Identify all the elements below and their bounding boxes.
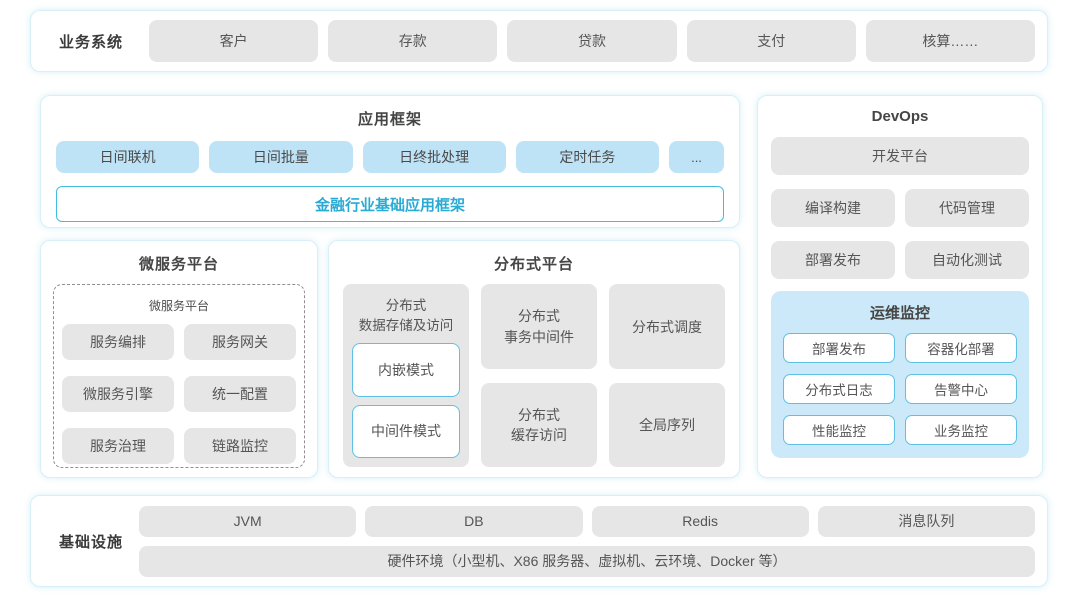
- distributed-title: 分布式平台: [493, 256, 574, 273]
- business-systems-panel: 业务系统 客户 存款 贷款 支付 核算……: [30, 10, 1048, 72]
- dev-platform-node: 开发平台: [771, 137, 1029, 175]
- business-system-node-customer: 客户: [149, 20, 319, 62]
- distributed-grid: 分布式 数据存储及访问 内嵌模式 中间件模式 分布式 事务中间件 分布式调度 分…: [343, 284, 725, 467]
- module-node-eod-batch: 日终批处理: [362, 141, 506, 173]
- storage-mode-node-middleware: 中间件模式: [352, 404, 460, 458]
- monitoring-node-business: 业务监控: [905, 415, 1017, 445]
- microservice-node-engine: 微服务引擎: [62, 376, 174, 412]
- business-system-node-loan: 贷款: [507, 20, 677, 62]
- ops-monitoring-title: 运维监控: [869, 305, 930, 322]
- microservice-node-gateway: 服务网关: [184, 324, 296, 360]
- devops-tools: 编译构建 代码管理 部署发布 自动化测试: [771, 189, 1029, 279]
- ops-monitoring-grid: 部署发布 容器化部署 分布式日志 告警中心 性能监控 业务监控: [783, 333, 1017, 445]
- app-framework-panel: 应用框架 日间联机 日间批量 日终批处理 定时任务 ... 金融行业基础应用框架: [40, 95, 740, 228]
- monitoring-node-performance: 性能监控: [783, 415, 895, 445]
- infra-node-jvm: JVM: [139, 505, 357, 537]
- distributed-node-scheduler: 分布式调度: [609, 284, 725, 369]
- devops-panel: DevOps 开发平台 编译构建 代码管理 部署发布 自动化测试 运维监控 部署…: [757, 95, 1043, 478]
- monitoring-node-deploy: 部署发布: [783, 333, 895, 363]
- infra-node-mq: 消息队列: [817, 505, 1035, 537]
- business-system-node-payment: 支付: [686, 20, 856, 62]
- microservice-inner-title: 微服务平台: [148, 299, 209, 313]
- distributed-storage-label: 分布式 数据存储及访问: [358, 298, 454, 333]
- distributed-node-cache: 分布式 缓存访问: [481, 383, 597, 467]
- business-system-node-deposit: 存款: [328, 20, 498, 62]
- devops-tool-node-deploy: 部署发布: [771, 241, 895, 279]
- distributed-node-transaction: 分布式 事务中间件: [481, 284, 597, 369]
- microservice-title: 微服务平台: [138, 256, 219, 273]
- storage-mode-node-embedded: 内嵌模式: [352, 343, 460, 397]
- devops-tool-node-autotest: 自动化测试: [905, 241, 1029, 279]
- module-node-daytime-online: 日间联机: [56, 141, 200, 173]
- app-framework-title: 应用框架: [357, 111, 422, 128]
- microservice-node-tracing: 链路监控: [184, 428, 296, 464]
- monitoring-node-alert: 告警中心: [905, 374, 1017, 404]
- microservice-grid: 服务编排 服务网关 微服务引擎 统一配置 服务治理 链路监控: [62, 324, 296, 464]
- module-node-scheduled-task: 定时任务: [515, 141, 659, 173]
- microservice-panel: 微服务平台 微服务平台 服务编排 服务网关 微服务引擎 统一配置 服务治理 链路…: [40, 240, 318, 478]
- distributed-panel: 分布式平台 分布式 数据存储及访问 内嵌模式 中间件模式 分布式 事务中间件 分…: [328, 240, 740, 478]
- app-framework-modules: 日间联机 日间批量 日终批处理 定时任务 ...: [56, 141, 724, 173]
- distributed-storage-node: 分布式 数据存储及访问 内嵌模式 中间件模式: [343, 284, 469, 467]
- devops-tool-node-code: 代码管理: [905, 189, 1029, 227]
- microservice-inner-box: 微服务平台 服务编排 服务网关 微服务引擎 统一配置 服务治理 链路监控: [53, 284, 305, 468]
- module-node-daytime-batch: 日间批量: [209, 141, 353, 173]
- ops-monitoring-panel: 运维监控 部署发布 容器化部署 分布式日志 告警中心 性能监控 业务监控: [771, 291, 1029, 458]
- infrastructure-panel: 基础设施 JVM DB Redis 消息队列 硬件环境（小型机、X86 服务器、…: [30, 495, 1048, 587]
- business-system-node-accounting: 核算……: [865, 20, 1036, 62]
- hardware-env-node: 硬件环境（小型机、X86 服务器、虚拟机、云环境、Docker 等）: [139, 545, 1035, 577]
- module-node-more: ...: [669, 141, 724, 173]
- infra-node-db: DB: [365, 505, 583, 537]
- devops-tool-node-build: 编译构建: [771, 189, 895, 227]
- microservice-node-orchestration: 服务编排: [62, 324, 174, 360]
- microservice-node-governance: 服务治理: [62, 428, 174, 464]
- infra-node-redis: Redis: [591, 505, 809, 537]
- infrastructure-row: JVM DB Redis 消息队列: [139, 505, 1035, 537]
- devops-title: DevOps: [871, 108, 929, 125]
- business-systems-label: 业务系统: [58, 33, 123, 51]
- infrastructure-content: JVM DB Redis 消息队列 硬件环境（小型机、X86 服务器、虚拟机、云…: [139, 505, 1035, 577]
- distributed-node-sequence: 全局序列: [609, 383, 725, 467]
- microservice-node-config: 统一配置: [184, 376, 296, 412]
- base-framework-node: 金融行业基础应用框架: [56, 186, 724, 222]
- monitoring-node-container: 容器化部署: [905, 333, 1017, 363]
- infrastructure-label: 基础设施: [58, 533, 123, 551]
- monitoring-node-log: 分布式日志: [783, 374, 895, 404]
